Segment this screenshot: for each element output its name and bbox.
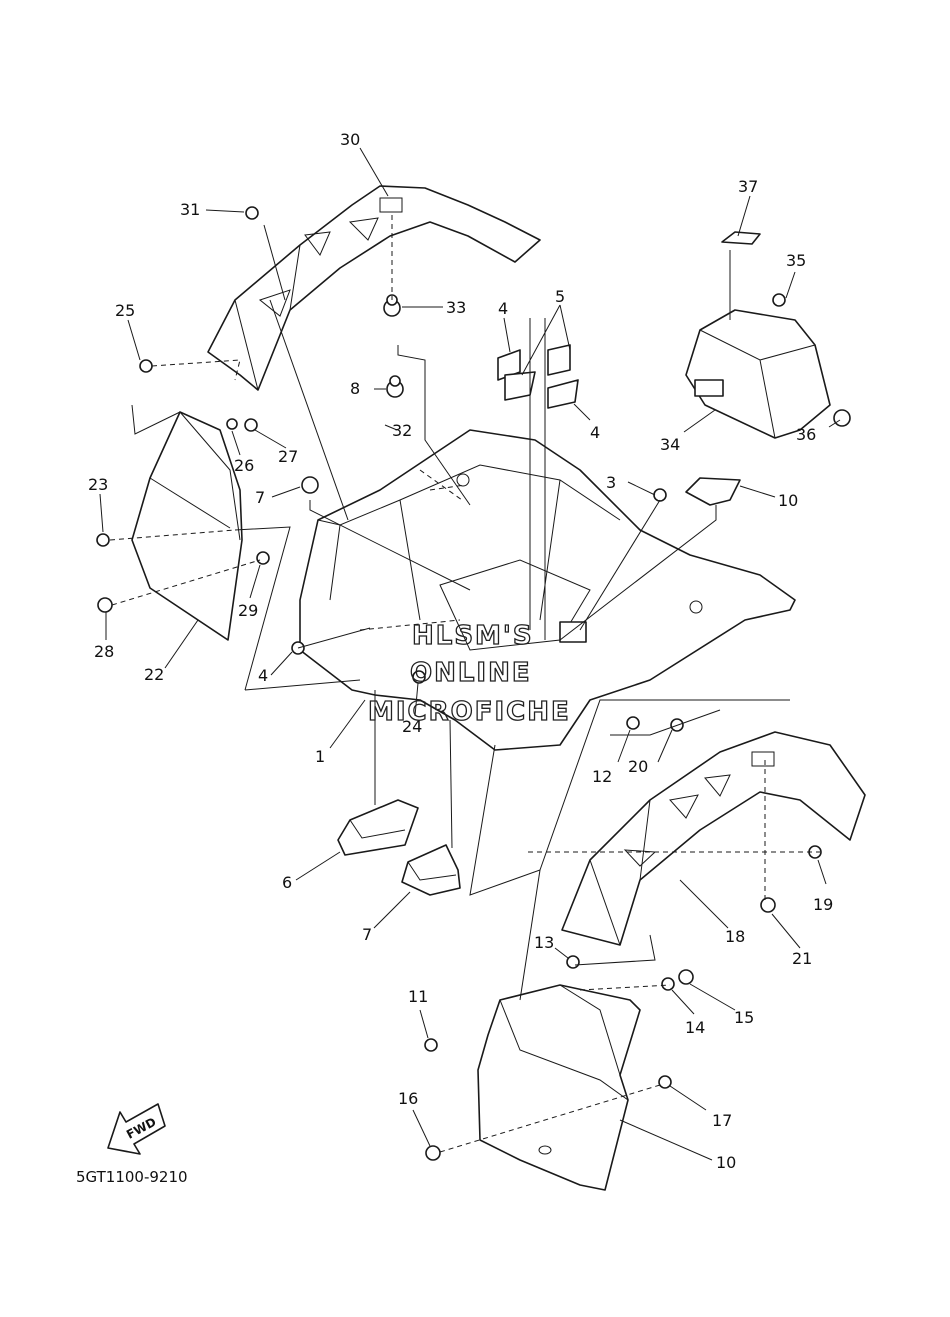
callout-4b: 4	[590, 423, 600, 442]
callout-13: 12	[592, 767, 612, 786]
callout-24: 23	[88, 475, 108, 494]
callout-14: 13	[534, 933, 554, 952]
watermark-line-1: HLSM'S	[412, 621, 534, 651]
callout-21: 20	[628, 757, 648, 776]
fwd-arrow: FWD	[107, 1103, 166, 1155]
callout-29: 28	[94, 642, 114, 661]
callout-33: 32	[392, 421, 412, 440]
leader-lines	[99, 147, 841, 1161]
callout-10: 10	[778, 491, 798, 510]
callout-12: 11	[408, 987, 428, 1006]
assembly-lines	[109, 215, 820, 1153]
part-23-side-panel	[131, 411, 243, 641]
callout-28: 27	[278, 447, 298, 466]
watermark-line-2: ONLINE	[410, 658, 532, 688]
callout-8: 7	[255, 488, 265, 507]
callout-36: 35	[786, 251, 806, 270]
callout-27: 26	[234, 456, 254, 475]
callout-31: 30	[340, 130, 360, 149]
callout-15: 14	[685, 1018, 705, 1037]
callout-37: 36	[796, 425, 816, 444]
part-35-tool-box	[685, 309, 831, 439]
callout-2: 3	[606, 473, 616, 492]
callout-6: 6	[282, 873, 292, 892]
part-31-fender-top	[207, 185, 541, 391]
callout-35: 34	[660, 435, 680, 454]
part-4-5-pads	[497, 344, 579, 409]
callout-7: 7	[362, 925, 372, 944]
callout-4a: 4	[498, 299, 508, 318]
callout-22: 21	[792, 949, 812, 968]
callout-16: 15	[734, 1008, 754, 1027]
callout-25: 24	[402, 717, 422, 736]
callout-19: 18	[725, 927, 745, 946]
part-19-fender-right	[561, 731, 866, 946]
callout-26: 25	[115, 301, 135, 320]
callout-18: 17	[712, 1111, 732, 1130]
drawing-code: 5GT1100-9210	[76, 1168, 188, 1186]
part-11-mud-flap	[477, 984, 641, 1191]
callout-1: 1	[315, 747, 325, 766]
part-1-rear-frame	[299, 429, 796, 751]
callout-20: 19	[813, 895, 833, 914]
callouts: 30 31 37 35 5 4 33 25 8 4 34 36 32 26 27…	[88, 130, 833, 1172]
watermark-line-3: MICROFICHE	[368, 697, 571, 727]
callout-32: 31	[180, 200, 200, 219]
callout-30: 29	[238, 601, 258, 620]
callout-34: 33	[446, 298, 466, 317]
callout-38: 37	[738, 177, 758, 196]
callout-23: 22	[144, 665, 164, 684]
part-38-clip	[721, 231, 761, 245]
callout-3: 4	[258, 666, 268, 685]
part-10-pad	[685, 477, 741, 506]
watermark: HLSM'S ONLINE MICROFICHE	[367, 620, 571, 727]
callout-17: 16	[398, 1089, 418, 1108]
part-6-bracket	[337, 799, 419, 856]
reference-lines	[131, 250, 790, 1001]
callout-11: 10	[716, 1153, 736, 1172]
part-7-bracket	[401, 844, 461, 896]
callout-5: 5	[555, 287, 565, 306]
callout-9: 8	[350, 379, 360, 398]
